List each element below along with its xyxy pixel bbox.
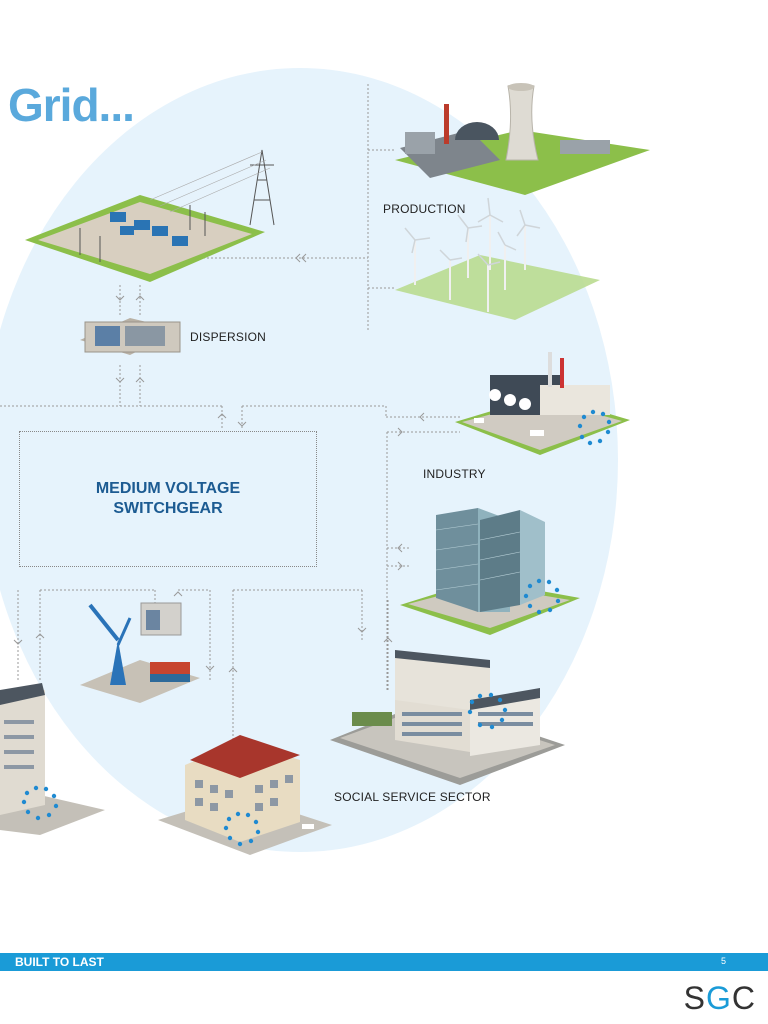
- mv-switchgear-line-1: MEDIUM VOLTAGE: [95, 480, 241, 497]
- sgc-logo: SGC: [684, 980, 756, 1017]
- page-number: 5: [720, 956, 726, 966]
- marker-hotel: [21, 785, 59, 821]
- footer-tagline: BUILT TO LAST: [15, 955, 104, 969]
- wind-farm-illustration: [395, 197, 600, 320]
- label-production: PRODUCTION: [383, 202, 466, 216]
- logo-letter-s: S: [683, 980, 706, 1016]
- mv-switchgear-line-2: SWITCHGEAR: [113, 500, 223, 517]
- dispersion-cabinet-illustration: [80, 318, 181, 355]
- logo-letter-g: G: [706, 980, 732, 1016]
- label-industry: INDUSTRY: [423, 467, 486, 481]
- logo-letter-c: C: [731, 980, 756, 1016]
- footer-bar: BUILT TO LAST 5: [0, 953, 768, 971]
- marker-residential: [223, 811, 261, 847]
- substation-illustration: [25, 149, 275, 282]
- label-dispersion: DISPERSION: [190, 330, 267, 344]
- switchgear-markers: [21, 409, 612, 847]
- page-title: Grid...: [8, 79, 135, 131]
- connector-arrows: [13, 253, 425, 673]
- hospital-complex-illustration: [330, 650, 565, 785]
- marker-industry: [577, 409, 612, 446]
- power-plant-illustration: [395, 83, 650, 195]
- marker-hospital: [467, 692, 508, 730]
- label-social-service-sector: SOCIAL SERVICE SECTOR: [334, 790, 491, 804]
- hotel-building-illustration: [0, 683, 105, 835]
- marker-office: [523, 578, 561, 615]
- medium-voltage-switchgear-box: MEDIUM VOLTAGE SWITCHGEAR: [19, 431, 317, 567]
- factory-illustration: [455, 352, 630, 455]
- residential-building-illustration: [158, 735, 332, 855]
- port-crane-illustration: [80, 602, 200, 703]
